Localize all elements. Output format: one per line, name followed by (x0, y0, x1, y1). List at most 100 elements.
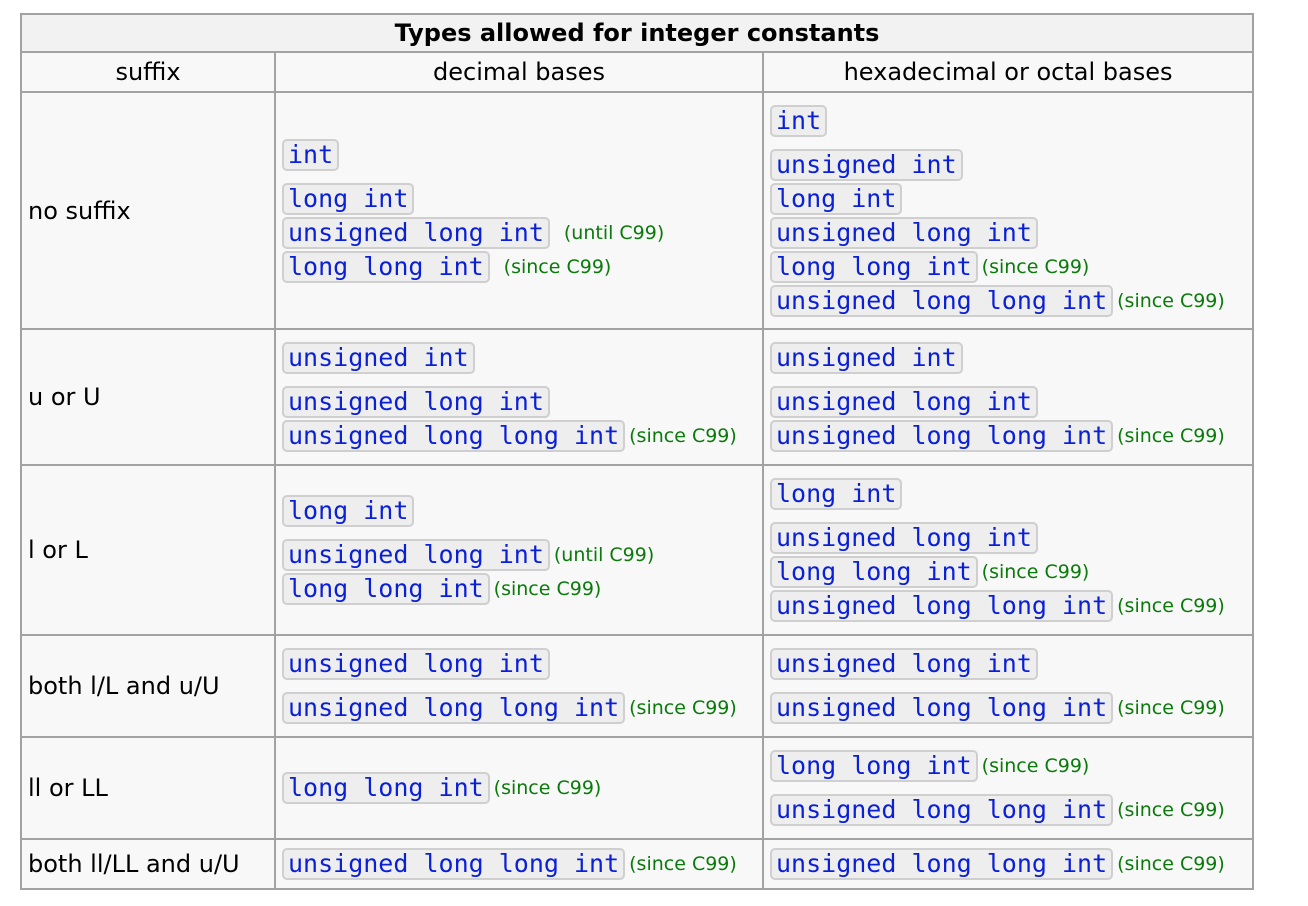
type-entry: unsigned long long int(since C99) (770, 589, 1246, 623)
type-entry: unsigned long long int(since C99) (282, 691, 756, 725)
type-entry: unsigned long int (770, 216, 1246, 250)
type-keyword: unsigned long int (282, 648, 550, 680)
type-list: long int unsigned long int(until C99) long… (282, 487, 756, 613)
type-keyword: unsigned long long int (770, 284, 1114, 317)
type-keyword: long int (282, 182, 415, 215)
standard-version-note: (since C99) (503, 255, 612, 278)
decimal-types-cell: long int unsigned long int(until C99) long… (274, 464, 764, 636)
suffix-cell: both l/L and u/U (20, 634, 276, 738)
type-keyword: int (282, 138, 340, 171)
type-keyword: unsigned long long int (770, 848, 1114, 880)
standard-version-note: (since C99) (1117, 425, 1225, 447)
type-entry: int (282, 138, 756, 172)
type-entry: unsigned long int (until C99) (282, 216, 756, 250)
type-entry: unsigned long int (282, 647, 756, 681)
type-keyword: int (770, 104, 828, 137)
suffix-cell: no suffix (20, 91, 276, 330)
type-entry: unsigned int (282, 341, 756, 375)
header-hex-octal-bases: hexadecimal or octal bases (761, 51, 1255, 93)
type-keyword: unsigned long int (770, 216, 1038, 249)
type-entry: unsigned long long int(since C99) (282, 847, 756, 881)
type-entry: unsigned long long int(since C99) (770, 419, 1246, 453)
type-keyword: unsigned long long int (770, 794, 1114, 826)
type-keyword: unsigned long long int (282, 692, 626, 724)
suffix-cell: u or U (20, 328, 276, 466)
suffix-cell: both ll/LL and u/U (20, 838, 276, 890)
type-entry: unsigned long long int(since C99) (282, 419, 756, 453)
type-keyword: unsigned int (770, 342, 963, 374)
standard-version-note: (until C99) (553, 544, 655, 566)
type-keyword: unsigned long int (282, 216, 550, 249)
suffix-cell: ll or LL (20, 736, 276, 840)
standard-version-note: (until C99) (563, 221, 665, 244)
type-keyword: unsigned long long int (770, 420, 1114, 452)
standard-version-note: (since C99) (493, 578, 602, 600)
integer-constant-types-table: Types allowed for integer constants suff… (19, 13, 1255, 890)
standard-version-note: (since C99) (1117, 697, 1225, 719)
standard-version-note: (since C99) (981, 755, 1090, 777)
type-list: unsigned long long int(since C99) (770, 840, 1246, 888)
suffix-cell: l or L (20, 464, 276, 636)
type-keyword: long long int (282, 250, 490, 283)
type-entry: int (770, 104, 1246, 138)
type-keyword: long long int (770, 250, 978, 283)
type-keyword: unsigned long long int (770, 590, 1114, 622)
decimal-types-cell: unsigned long int unsigned long long int(… (274, 634, 764, 738)
type-entry: long long int(since C99) (770, 250, 1246, 284)
type-entry: unsigned long int (770, 647, 1246, 681)
type-keyword: unsigned long long int (282, 420, 626, 452)
type-entry: unsigned long long int(since C99) (770, 847, 1246, 881)
standard-version-note: (since C99) (1117, 799, 1225, 821)
type-entry: unsigned long long int(since C99) (770, 793, 1246, 827)
hex-octal-types-cell: unsigned long long int(since C99) (761, 838, 1255, 890)
type-entry: long long int(since C99) (770, 555, 1246, 589)
standard-version-note: (since C99) (493, 777, 602, 799)
type-entry: long int (770, 182, 1246, 216)
standard-version-note: (since C99) (1117, 853, 1225, 875)
type-list: long long int(since C99)unsigned long lo… (770, 742, 1246, 834)
type-keyword: long long int (770, 750, 978, 782)
type-keyword: unsigned long int (770, 522, 1038, 554)
type-list: unsigned long int unsigned long long int(… (282, 640, 756, 732)
table-title: Types allowed for integer constants (19, 13, 1255, 53)
type-entry: unsigned long int (770, 385, 1246, 419)
type-keyword: unsigned long int (282, 539, 550, 571)
type-keyword: long int (770, 182, 903, 215)
type-entry: long long int(since C99) (282, 771, 756, 805)
type-list: unsigned long int unsigned long long int(… (770, 640, 1246, 732)
standard-version-note: (since C99) (629, 697, 737, 719)
type-entry: long long int(since C99) (282, 572, 756, 606)
type-keyword: unsigned int (770, 148, 963, 181)
type-entry: long int (770, 477, 1246, 511)
hex-octal-types-cell: unsigned long int unsigned long long int(… (761, 634, 1255, 738)
type-keyword: unsigned long long int (770, 692, 1114, 724)
standard-version-note: (since C99) (1117, 289, 1225, 312)
standard-version-note: (since C99) (1117, 595, 1225, 617)
type-keyword: long long int (282, 772, 490, 804)
standard-version-note: (since C99) (629, 853, 737, 875)
type-keyword: long long int (282, 573, 490, 605)
type-entry: unsigned int (770, 148, 1246, 182)
type-entry: long long int(since C99) (770, 749, 1246, 783)
type-entry: long int (282, 494, 756, 528)
hex-octal-types-cell: long long int(since C99)unsigned long lo… (761, 736, 1255, 840)
type-keyword: long int (282, 495, 415, 527)
standard-version-note: (since C99) (981, 255, 1090, 278)
type-keyword: unsigned long int (282, 386, 550, 418)
type-keyword: long long int (770, 556, 978, 588)
standard-version-note: (since C99) (629, 425, 737, 447)
decimal-types-cell: long long int(since C99) (274, 736, 764, 840)
table-title-row: Types allowed for integer constants (19, 13, 1255, 53)
